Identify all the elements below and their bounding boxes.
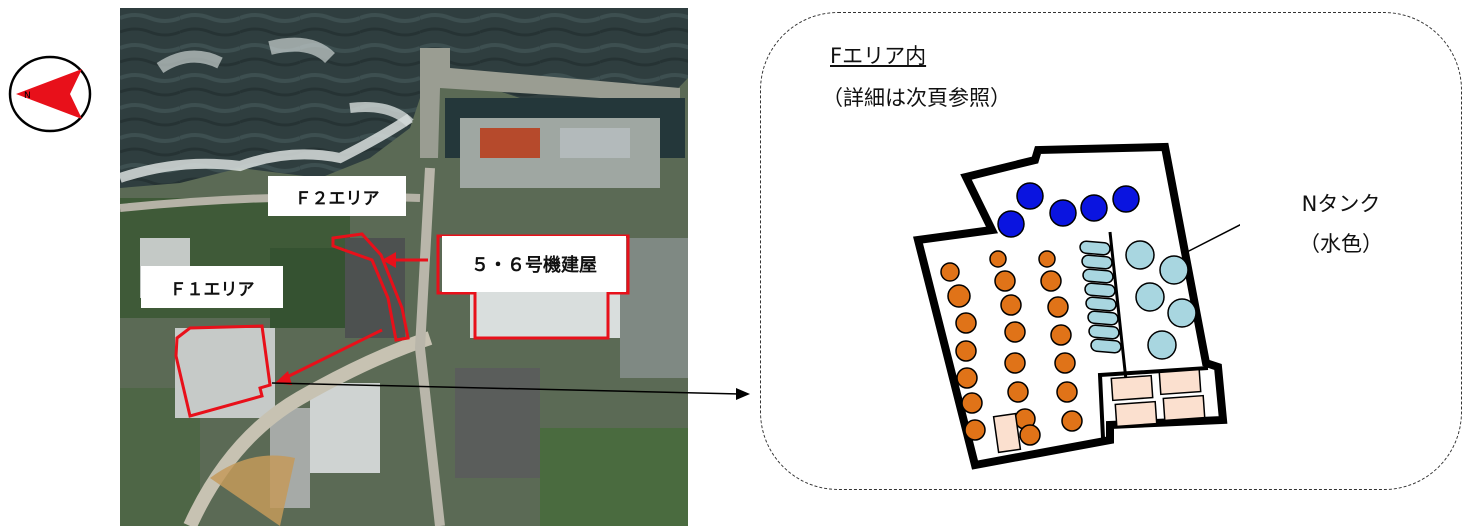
n-tank	[1167, 298, 1197, 328]
pink-block	[1162, 394, 1206, 422]
n-tank-capsule	[1081, 254, 1113, 270]
orange-tank	[1007, 381, 1029, 403]
orange-tank	[1004, 321, 1026, 343]
f-area-tank-layout	[913, 142, 1240, 470]
orange-tank	[1038, 250, 1056, 268]
blue-tank	[997, 210, 1025, 238]
arrow-head-icon	[736, 388, 750, 400]
compass-north-arrow-icon	[16, 69, 82, 119]
n-tank-capsule	[1088, 324, 1120, 340]
units-5-6-building-label: ５・６号機建屋	[442, 236, 626, 292]
orange-tank	[1000, 294, 1022, 316]
orange-tank	[961, 392, 983, 414]
blue-tank	[1112, 185, 1140, 213]
pink-block	[1114, 400, 1158, 428]
compass: N	[8, 55, 92, 133]
n-tanks-capsules	[1079, 240, 1122, 354]
orange-tank	[1056, 381, 1078, 403]
n-tanks-circles	[1125, 240, 1197, 360]
orange-tank	[989, 250, 1007, 268]
blue-tank	[1049, 199, 1077, 227]
orange-tank	[947, 284, 971, 308]
red-arrow-head-icon	[275, 371, 292, 385]
orange-tank	[940, 262, 960, 282]
orange-tanks	[940, 250, 1083, 446]
compass-north-label: N	[24, 91, 31, 101]
n-tank-capsule	[1082, 268, 1114, 284]
f1-area-outline	[174, 324, 272, 418]
n-tank	[1135, 282, 1165, 312]
blue-tanks	[997, 182, 1140, 238]
orange-tank	[964, 419, 986, 441]
detail-panel-subtitle: （詳細は次頁参照）	[822, 86, 1011, 110]
detail-panel-title: Fエリア内	[830, 44, 927, 68]
orange-tank	[1054, 352, 1076, 374]
n-tank-capsule	[1090, 338, 1122, 354]
n-tank-leader-line	[1184, 224, 1240, 254]
orange-tank	[1019, 424, 1041, 446]
blue-tank	[1016, 182, 1044, 210]
n-tank	[1125, 240, 1155, 270]
n-tank-capsule	[1085, 296, 1117, 312]
orange-tank	[955, 340, 977, 362]
orange-tank	[994, 270, 1016, 292]
connector-arrow	[271, 382, 750, 400]
n-tank-label-line1: Nタンク	[1301, 192, 1381, 216]
orange-tank	[955, 312, 977, 334]
f1-area-label: Ｆ１エリア	[141, 266, 283, 308]
orange-tank	[1050, 324, 1072, 346]
orange-tank	[1047, 296, 1069, 318]
n-tank	[1147, 330, 1177, 360]
pink-blocks	[1110, 368, 1206, 428]
red-arrow-head-icon	[382, 252, 396, 268]
n-tank-capsule	[1079, 240, 1111, 256]
detail-panel	[760, 12, 1462, 490]
n-tank-capsule	[1084, 282, 1116, 298]
n-tank-label-line2: （水色）	[1299, 232, 1383, 256]
n-tank-capsule	[1087, 310, 1119, 326]
pink-block	[992, 412, 1022, 454]
blue-tank	[1080, 194, 1108, 222]
n-tank-label: Nタンク （水色）	[1276, 188, 1406, 258]
orange-tank	[1004, 352, 1026, 374]
f2-area-label: Ｆ２エリア	[268, 176, 406, 216]
units-5-6-building-outline	[436, 234, 630, 340]
orange-tank	[956, 367, 978, 389]
pink-block	[1158, 368, 1202, 396]
orange-tank	[1061, 410, 1083, 432]
pink-block	[1110, 374, 1154, 402]
f2-area-outline	[331, 232, 410, 342]
n-tank	[1159, 255, 1189, 285]
orange-tank	[1040, 270, 1062, 292]
